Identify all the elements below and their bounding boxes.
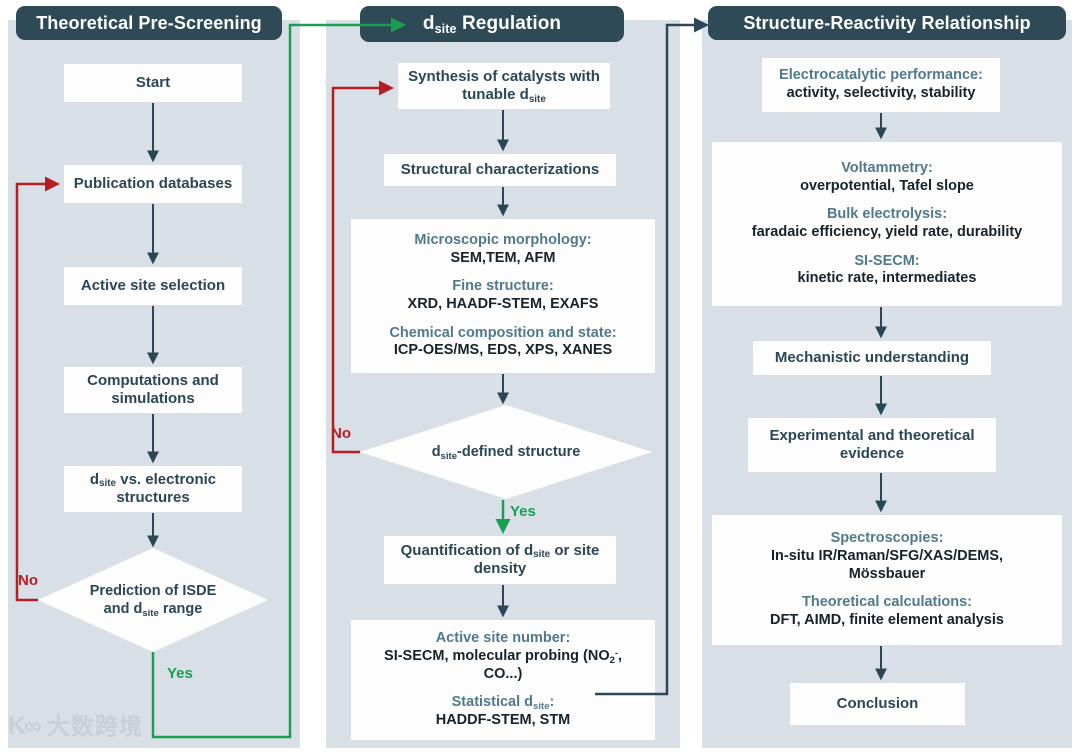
node-active-site-selection: Active site selection: [64, 267, 242, 305]
node-quantification-of-dsite: Quantification of dsite or site density: [384, 536, 616, 584]
panel-header-label: dsite Regulation: [422, 13, 562, 36]
node-detail: overpotential, Tafel slope: [800, 177, 974, 194]
node-subheading: Chemical composition and state:: [389, 324, 617, 341]
node-dsite-vs-electronic-structures: dsite vs. electronic structures: [64, 466, 242, 512]
node-structural-characterizations: Structural characterizations: [384, 154, 616, 186]
node-line: Conclusion: [836, 694, 919, 712]
branch-label-no-left: No: [18, 572, 38, 589]
node-line: evidence: [839, 445, 905, 462]
panel-header-structure-reactivity: Structure-Reactivity Relationship: [708, 6, 1066, 40]
node-subheading: Spectroscopies:: [830, 530, 944, 547]
node-line: Computations and: [87, 371, 219, 389]
node-line: Mechanistic understanding: [774, 348, 970, 366]
node-subheading: SI-SECM:: [854, 252, 920, 269]
node-computations-and-simulations: Computations and simulations: [64, 367, 242, 413]
node-subheading: Microscopic morphology:: [414, 231, 592, 248]
node-detail: DFT, AIMD, finite element analysis: [770, 612, 1004, 629]
node-publication-databases: Publication databases: [64, 165, 242, 203]
node-subheading: Electrocatalytic performance:: [779, 67, 983, 84]
node-line: structures: [116, 489, 190, 506]
node-detail: activity, selectivity, stability: [786, 85, 976, 101]
decision-prediction-of-isde: Prediction of ISDE and dsite range: [38, 548, 268, 652]
node-active-site-number: Active site number: SI-SECM, molecular p…: [351, 620, 655, 740]
node-mechanistic-understanding: Mechanistic understanding: [753, 341, 991, 375]
decision-dsite-defined-structure: dsite-defined structure: [360, 405, 652, 499]
node-synthesis-of-catalysts: Synthesis of catalysts with tunable dsit…: [398, 63, 610, 109]
node-characterization-methods: Microscopic morphology: SEM,TEM, AFM Fin…: [351, 219, 655, 373]
node-line: Structural characterizations: [400, 160, 600, 178]
panel-header-label: Theoretical Pre-Screening: [36, 12, 262, 33]
node-subheading: Bulk electrolysis:: [826, 206, 948, 223]
node-detail: Mössbauer: [848, 565, 926, 582]
node-detail: SI-SECM, molecular probing (NO2-,: [384, 647, 622, 666]
node-detail: CO...): [483, 665, 523, 682]
node-line: and dsite range: [103, 601, 203, 619]
node-line: density: [473, 560, 527, 577]
node-subheading: Theoretical calculations:: [801, 594, 973, 611]
node-line: Start: [135, 73, 171, 91]
node-electrocatalytic-performance: Electrocatalytic performance: activity, …: [762, 58, 1000, 112]
panel-header-dsite-regulation: dsite Regulation: [360, 6, 624, 42]
watermark-logo: K∞: [8, 712, 42, 740]
panel-header-label: Structure-Reactivity Relationship: [743, 12, 1031, 33]
node-subheading: Fine structure:: [452, 278, 554, 295]
node-subheading: Active site number:: [435, 630, 571, 647]
watermark-text: 大数跨境: [46, 713, 143, 739]
node-line: Quantification of dsite or site: [400, 541, 600, 561]
node-detail: XRD, HAADF-STEM, EXAFS: [407, 296, 599, 312]
node-spectroscopies-and-calculations: Spectroscopies: In-situ IR/Raman/SFG/XAS…: [712, 515, 1062, 645]
node-line: Experimental and theoretical: [769, 426, 975, 444]
node-line: dsite-defined structure: [431, 443, 581, 462]
node-line: Synthesis of catalysts with: [408, 67, 600, 85]
node-subheading: Voltammetry:: [841, 159, 933, 176]
node-conclusion: Conclusion: [790, 683, 965, 725]
node-detail: kinetic rate, intermediates: [797, 270, 977, 287]
node-start: Start: [64, 64, 242, 102]
node-line: dsite vs. electronic: [89, 470, 217, 490]
node-experimental-and-theoretical-evidence: Experimental and theoretical evidence: [748, 418, 996, 472]
node-detail: faradaic efficiency, yield rate, durabil…: [751, 224, 1023, 240]
watermark: K∞ 大数跨境: [8, 714, 143, 739]
node-line: Publication databases: [73, 174, 233, 192]
node-detail: In-situ IR/Raman/SFG/XAS/DEMS,: [770, 547, 1004, 564]
node-line: tunable dsite: [462, 86, 546, 105]
node-detail: ICP-OES/MS, EDS, XPS, XANES: [393, 342, 613, 359]
node-line: Active site selection: [80, 276, 226, 294]
node-detail: SEM,TEM, AFM: [450, 249, 556, 266]
branch-label-no-middle: No: [331, 425, 351, 442]
node-line: Prediction of ISDE: [89, 582, 217, 599]
node-detail: HADDF-STEM, STM: [435, 712, 571, 729]
panel-header-pre-screening: Theoretical Pre-Screening: [16, 6, 282, 40]
branch-label-yes-middle: Yes: [510, 503, 536, 520]
node-subheading: Statistical dsite:: [451, 694, 555, 713]
branch-label-yes-left: Yes: [167, 665, 193, 682]
node-line: simulations: [111, 390, 195, 407]
node-performance-methods: Voltammetry: overpotential, Tafel slope …: [712, 142, 1062, 306]
